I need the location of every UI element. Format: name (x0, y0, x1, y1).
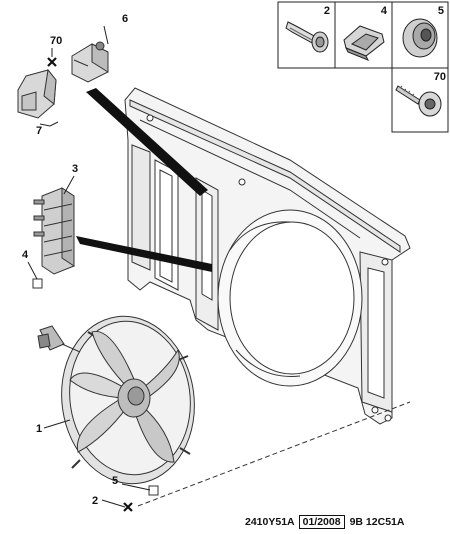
cooling-fan-assembly (37, 315, 195, 485)
callout-2: 2 (92, 495, 98, 507)
legend-label-2: 2 (324, 5, 330, 17)
fan-blade (133, 403, 175, 463)
fan-blade (137, 348, 180, 401)
callout-70: 70 (50, 35, 62, 47)
callout-3: 3 (72, 163, 78, 175)
callout-1: 1 (36, 423, 42, 435)
legend-screw-icon (395, 85, 442, 117)
legend-clip-icon (343, 25, 385, 61)
callout-5: 5 (112, 475, 118, 487)
resistor-relay-part (33, 187, 75, 275)
legend-label-70: 70 (434, 71, 446, 83)
relay-leader-band (76, 236, 212, 272)
callout-7: 7 (36, 125, 42, 137)
fan-blade (69, 372, 129, 399)
callout-leader-lines (27, 25, 151, 508)
callout-6: 6 (122, 13, 128, 25)
frame-fan-opening (217, 209, 363, 387)
wiring-connector-part (71, 41, 109, 83)
legend-clip-bolt-icon (285, 21, 329, 53)
reference-code: 2410Y51A (245, 516, 295, 528)
grommet-part-square (148, 485, 159, 496)
parts-legend-grid (277, 1, 449, 133)
connector-leader-band (86, 88, 208, 196)
mounting-bracket-part (17, 68, 57, 119)
callout-4: 4 (22, 249, 29, 261)
bolt-cross-mark (123, 502, 133, 512)
legend-label-5: 5 (438, 5, 444, 17)
revision-date: 01/2008 (298, 515, 345, 529)
legend-grommet-icon (402, 18, 438, 58)
legend-label-4: 4 (381, 5, 388, 17)
diagram-reference-footer: 2410Y51A 01/2008 9B 12C51A (245, 514, 404, 530)
assembly-dashed-line (137, 401, 411, 507)
clip-part-square (32, 278, 43, 289)
fan-blade (76, 397, 129, 453)
screw-cross-mark (47, 57, 57, 67)
model-code: 9B 12C51A (349, 516, 405, 528)
fan-blade (91, 330, 137, 393)
